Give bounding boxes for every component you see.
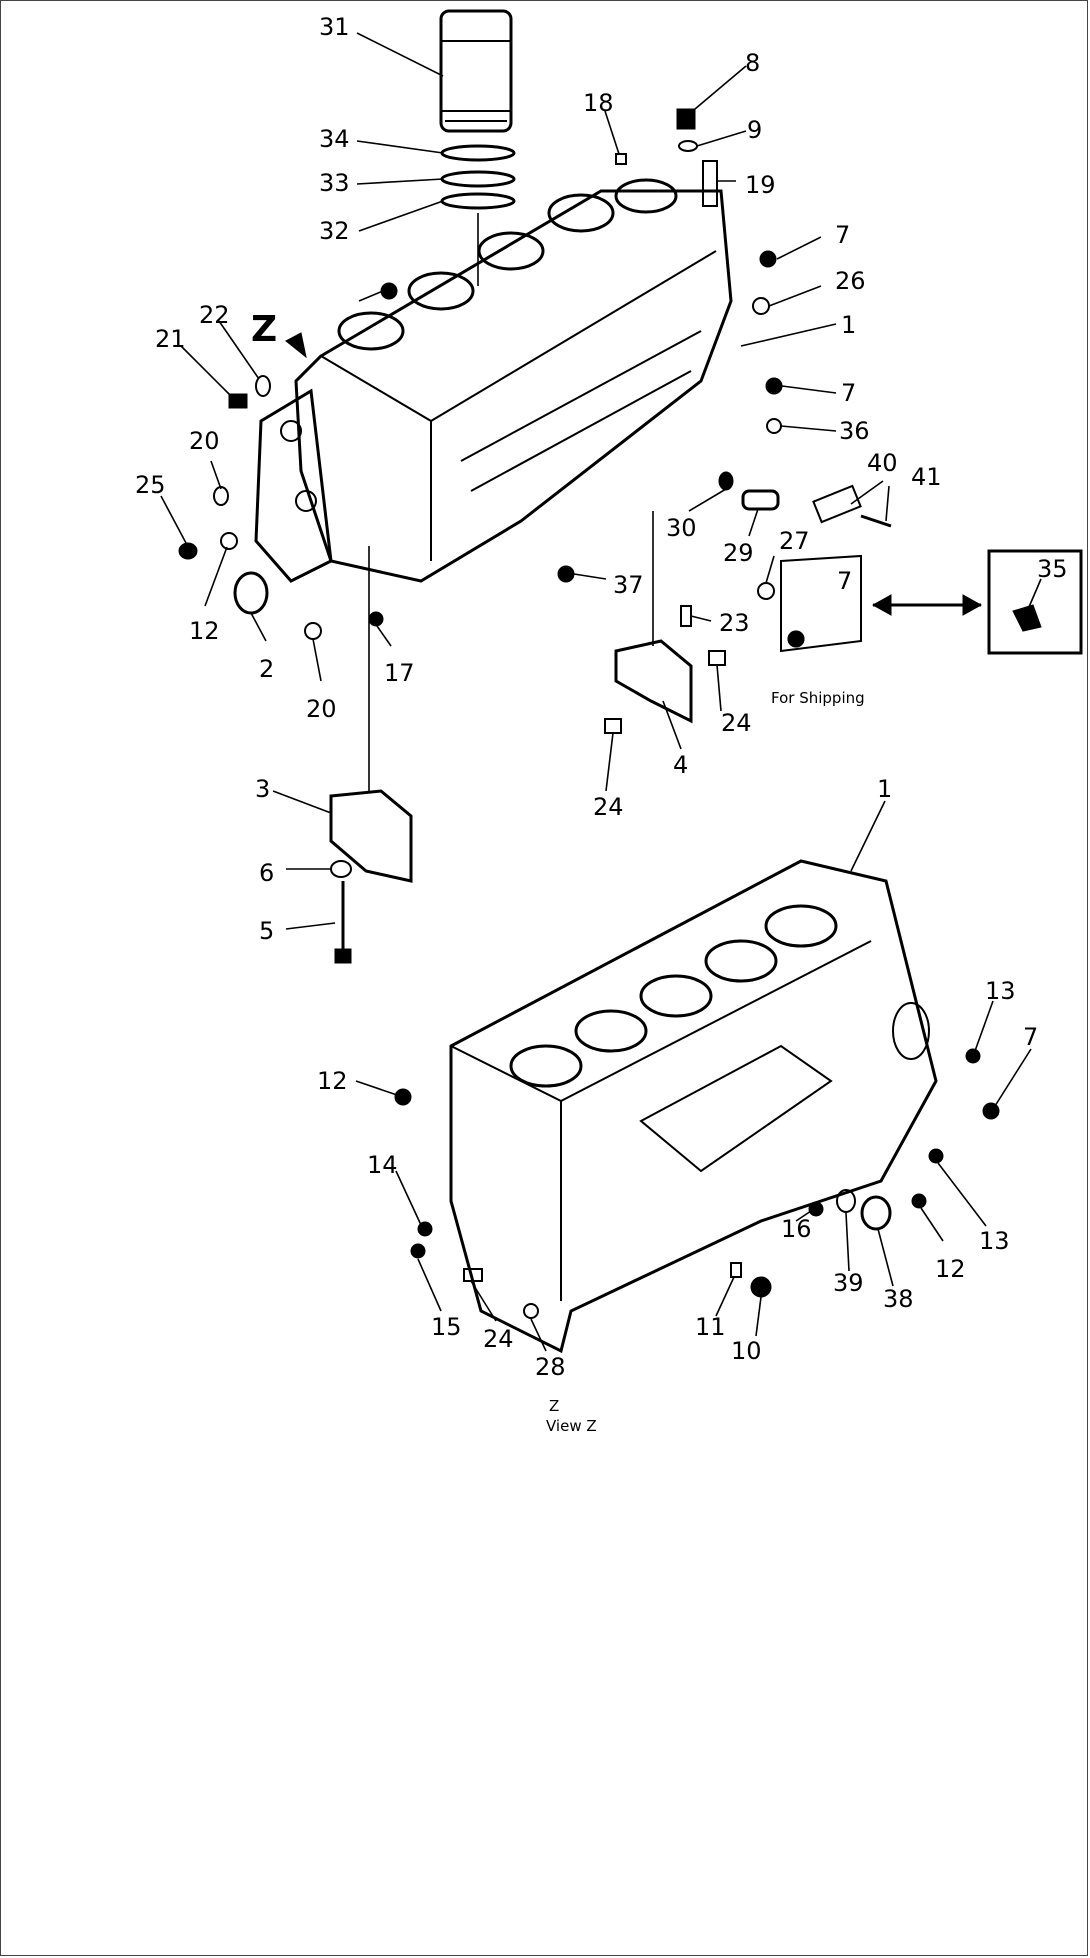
- callout-15: 15: [431, 1313, 462, 1341]
- callout-17: 17: [384, 659, 415, 687]
- bolt-8-icon: [676, 108, 696, 130]
- bolt-21-icon: [228, 393, 248, 409]
- main-bearing-cap-3: [329, 789, 413, 883]
- callouts-lower: 1 13 7 12 14 15 24 28 11 10 16 39 38 12 …: [317, 775, 1038, 1381]
- callout-20a: 20: [189, 427, 220, 455]
- callout-32: 32: [319, 217, 350, 245]
- view-marker: Z: [251, 309, 277, 350]
- callout-7-lower: 7: [1023, 1023, 1038, 1051]
- plug-37-icon: [557, 565, 575, 583]
- callout-12a-lower: 12: [317, 1067, 348, 1095]
- callout-30: 30: [666, 514, 697, 542]
- washer-22-icon: [255, 375, 271, 397]
- callout-25: 25: [135, 471, 166, 499]
- plug-17-icon: [368, 611, 384, 627]
- lower-cylinder-block: [449, 859, 938, 1354]
- bolt-41-icon: [860, 514, 892, 528]
- callout-13a: 13: [985, 977, 1016, 1005]
- callout-16: 16: [781, 1215, 812, 1243]
- callout-3: 3: [255, 775, 270, 803]
- callouts-upper: 31 34 33 32 8 9 18 19 7 26 1 7 36 40 41 …: [135, 13, 1068, 945]
- callout-24-lower: 24: [483, 1325, 514, 1353]
- plug-36-icon: [766, 418, 782, 434]
- callout-13b: 13: [979, 1227, 1010, 1255]
- tube-40-icon: [812, 484, 862, 524]
- washer-6-icon: [330, 860, 352, 878]
- callout-34: 34: [319, 125, 350, 153]
- washer-9-icon: [678, 140, 698, 152]
- callout-9: 9: [747, 116, 762, 144]
- leader-lines: [160, 32, 1042, 930]
- bushing-2-icon: [233, 571, 269, 615]
- callout-7c: 7: [837, 567, 852, 595]
- callout-12-upper: 12: [189, 617, 220, 645]
- callout-24a: 24: [721, 709, 752, 737]
- callout-31: 31: [319, 13, 350, 41]
- plug-25-icon: [178, 542, 198, 560]
- callout-26: 26: [835, 267, 866, 295]
- callout-6: 6: [259, 859, 274, 887]
- callout-18: 18: [583, 89, 614, 117]
- callout-27: 27: [779, 527, 810, 555]
- bolt-5-icon: [334, 881, 352, 964]
- dowel-24-icon: [604, 650, 726, 734]
- callout-1-upper: 1: [841, 311, 856, 339]
- callout-39: 39: [833, 1269, 864, 1297]
- callout-40: 40: [867, 449, 898, 477]
- callout-22: 22: [199, 301, 230, 329]
- callout-10: 10: [731, 1337, 762, 1365]
- plug-29-icon: [741, 489, 780, 511]
- inset-box-35: [987, 549, 1083, 655]
- callout-36: 36: [839, 417, 870, 445]
- plug-27-icon: [757, 582, 775, 600]
- callout-20b: 20: [306, 695, 337, 723]
- callout-7a: 7: [835, 221, 850, 249]
- callout-38: 38: [883, 1285, 914, 1313]
- callout-28: 28: [535, 1353, 566, 1381]
- plug-20-icon: [213, 486, 322, 640]
- callout-21: 21: [155, 325, 186, 353]
- callout-33: 33: [319, 169, 350, 197]
- callout-8: 8: [745, 49, 760, 77]
- view-z-caption: View Z: [546, 1417, 597, 1435]
- callout-5: 5: [259, 917, 274, 945]
- callout-7b: 7: [841, 379, 856, 407]
- upper-cylinder-block: [294, 178, 733, 583]
- view-z-mark: Z: [549, 1397, 559, 1415]
- callout-23: 23: [719, 609, 750, 637]
- callout-35: 35: [1037, 555, 1068, 583]
- callout-1-lower: 1: [877, 775, 892, 803]
- leader-lines-lower: [355, 800, 1032, 1352]
- plug-18-icon: [615, 153, 627, 165]
- plug-30-icon: [718, 471, 734, 491]
- pin-23-icon: [680, 605, 692, 627]
- callout-12b-lower: 12: [935, 1255, 966, 1283]
- shipping-note: For Shipping: [771, 689, 865, 707]
- shipping-bracket: [780, 554, 862, 653]
- o-rings: [440, 144, 516, 210]
- pin-19-icon: [702, 160, 718, 207]
- callout-4: 4: [673, 751, 688, 779]
- callout-11: 11: [695, 1313, 726, 1341]
- plug-12-icon: [220, 532, 238, 550]
- main-bearing-cap-4: [614, 639, 693, 724]
- front-cover-flange: [254, 388, 333, 583]
- callout-2: 2: [259, 655, 274, 683]
- lower-small-parts: [394, 1048, 1000, 1319]
- callout-24b: 24: [593, 793, 624, 821]
- callout-41: 41: [911, 463, 942, 491]
- cylinder-liner: [439, 9, 513, 133]
- callout-37: 37: [613, 571, 644, 599]
- callout-29: 29: [723, 539, 754, 567]
- callout-14: 14: [367, 1151, 398, 1179]
- callout-19: 19: [745, 171, 776, 199]
- double-arrow: [871, 594, 983, 616]
- plug-26-icon: [752, 297, 770, 315]
